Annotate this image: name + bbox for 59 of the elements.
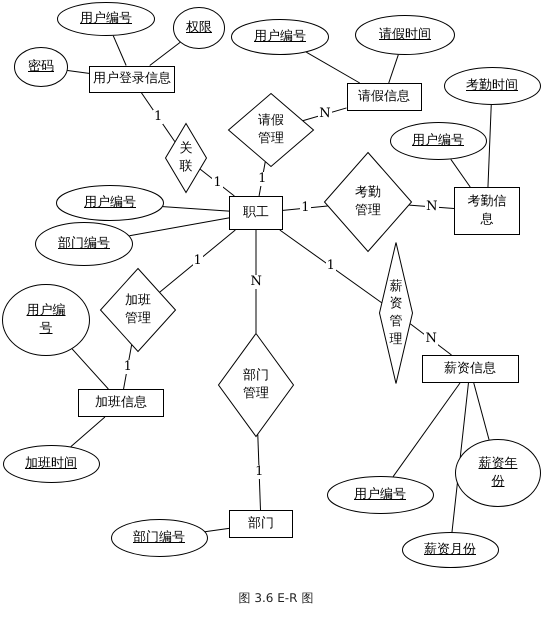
cardinality-label: 1 [326,259,336,274]
relationship-diamond: 关联 [165,123,207,193]
attribute-ellipse: 加班时间 [2,445,100,483]
connector-line [70,416,106,448]
connector-line [162,206,230,212]
entity-box: 考勤信息 [454,187,520,235]
attribute-ellipse: 用户编号 [2,284,90,356]
attribute-ellipse: 薪资年份 [455,439,541,507]
connector-line [159,230,236,293]
attribute-ellipse: 权限 [173,7,225,49]
connector-line [112,35,127,66]
attribute-ellipse: 用户编号 [57,2,155,36]
cardinality-label: 1 [257,172,268,186]
entity-box: 职工 [229,196,283,230]
connector-line [388,54,399,84]
figure-caption: 图 3.6 E-R 图 [238,590,314,607]
cardinality-label: 1 [254,465,264,480]
connector-line [140,92,176,142]
attribute-ellipse: 考勤时间 [444,67,540,105]
cardinality-label: 1 [122,360,133,374]
connector-line [306,52,360,84]
attribute-ellipse: 用户编号 [326,476,434,514]
attribute-ellipse: 密码 [14,47,68,87]
attribute-ellipse: 用户编号 [231,19,329,55]
connector-line [282,205,328,211]
connector-line [149,42,181,66]
attribute-ellipse: 部门编号 [35,222,133,266]
connector-line [450,158,471,188]
entity-box: 部门 [229,510,293,538]
relationship-diamond: 请假管理 [228,93,314,167]
relationship-diamond: 部门管理 [218,333,294,437]
entity-box: 用户登录信息 [89,66,175,92]
connector-line [204,528,230,532]
relationship-diamond: 薪资管理 [379,242,413,384]
attribute-ellipse: 用户编号 [56,185,164,221]
connector-line [408,204,454,209]
cardinality-label: 1 [153,110,164,124]
attribute-ellipse: 用户编号 [390,122,486,160]
connector-line [72,348,109,390]
attribute-ellipse: 请假时间 [355,15,455,55]
connector-line [279,230,382,304]
connector-line [487,104,492,188]
attribute-ellipse: 部门编号 [110,519,208,557]
entity-box: 请假信息 [346,83,422,111]
connector-line [200,168,235,196]
connector-line [67,70,90,74]
entity-box: 加班信息 [78,389,164,417]
attribute-ellipse: 薪资月份 [402,532,498,568]
entity-box: 薪资信息 [422,355,518,383]
connector-line [410,323,452,356]
cardinality-label: N [250,274,263,288]
relationship-diamond: 考勤管理 [324,152,412,252]
cardinality-label: 1 [212,176,223,190]
connector-line [392,382,460,478]
connector-line [473,382,490,440]
cardinality-label: 1 [192,254,203,268]
connector-line [128,217,230,236]
cardinality-label: N [424,332,438,346]
relationship-diamond: 加班管理 [100,268,176,352]
